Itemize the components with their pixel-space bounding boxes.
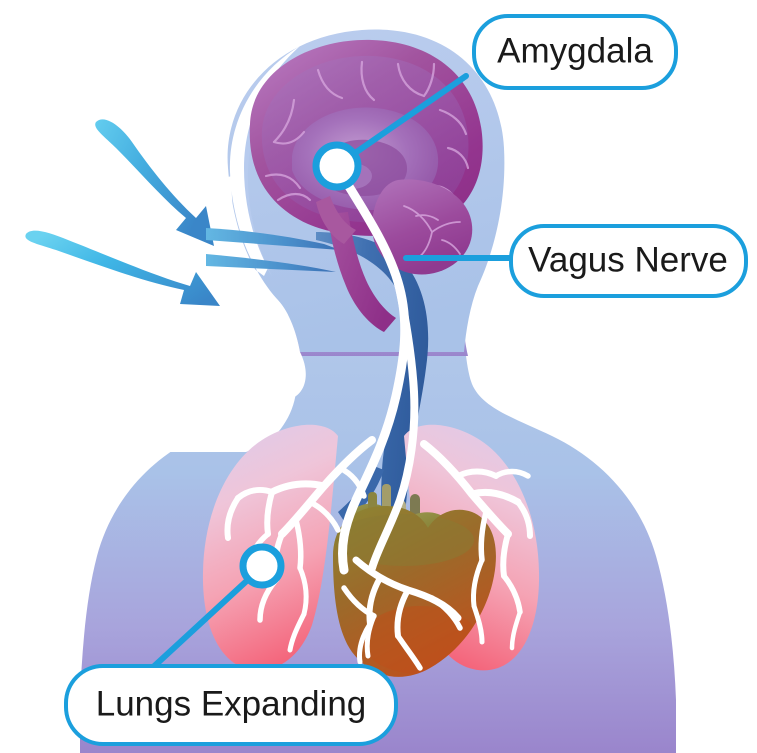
face-profile [202,46,306,403]
callout-amygdala[interactable]: Amygdala [472,14,678,90]
amygdala-label-box[interactable] [472,14,678,90]
amygdala-leader-line [342,73,469,163]
vagus-nerve-label-text: Vagus Nerve [528,240,728,279]
amygdala-marker[interactable] [312,141,362,191]
vagus-nerve-path [224,175,533,671]
airflow-arrow-lower [25,230,221,306]
lungs-expanding-label-text: Lungs Expanding [96,684,367,723]
lungs-expanding-label-box[interactable] [64,664,398,746]
airflow-arrow-upper [95,119,214,246]
lungs-marker[interactable] [239,543,285,589]
amygdala-label-text: Amygdala [497,31,653,70]
callout-vagus-nerve[interactable]: Vagus Nerve [509,224,748,298]
vagus-nerve-label-box[interactable] [509,224,748,298]
lungs-leader-line [147,573,255,673]
callout-lungs-expanding[interactable]: Lungs Expanding [64,664,398,746]
callout-leaders [147,73,518,673]
nasal-airway [206,228,340,272]
